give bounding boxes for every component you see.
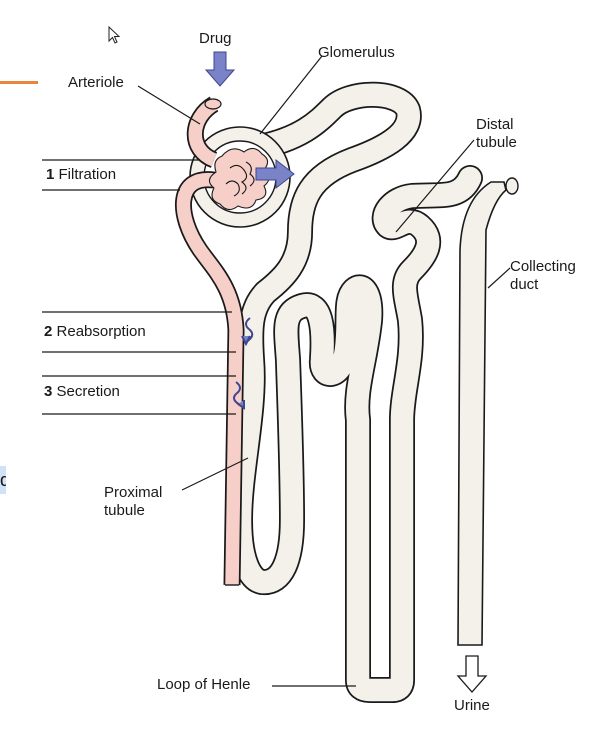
reabsorption-arrow-icon	[241, 317, 254, 347]
distal-tubule-label-line1: Distal	[476, 116, 514, 133]
pointer-cursor-icon	[108, 26, 121, 44]
reabsorption-label: 2 Reabsorption	[44, 323, 146, 341]
proximal-tubule-label-line1: Proximal	[104, 484, 163, 501]
slide-accent-bar	[0, 81, 38, 84]
proximal-tubule-leader	[181, 457, 249, 491]
filtration-label: 1 Filtration	[46, 166, 116, 184]
collecting-duct-label: Collecting duct	[510, 258, 576, 294]
tubule-shape	[227, 81, 483, 703]
secretion-text: Secretion	[56, 383, 120, 400]
collecting-duct-label-line1: Collecting	[510, 258, 576, 275]
glomerulus-leader	[259, 55, 323, 135]
reabsorption-number: 2	[44, 323, 53, 340]
collecting-duct-leader	[487, 267, 511, 289]
collecting-duct-label-line2: duct	[510, 276, 539, 293]
filtration-number: 1	[46, 166, 55, 183]
distal-tubule-label: Distal tubule	[476, 116, 517, 152]
reabsorption-text: Reabsorption	[56, 323, 146, 340]
proximal-tubule-label: Proximal tubule	[104, 484, 162, 520]
distal-tubule-leader	[395, 139, 475, 233]
glomerulus-label: Glomerulus	[318, 44, 395, 61]
proximal-tubule-label-line2: tubule	[104, 502, 145, 519]
arteriole-label: Arteriole	[68, 74, 124, 91]
distal-tubule-label-line2: tubule	[476, 134, 517, 151]
filtration-arrow-icon	[255, 158, 295, 190]
leader-lines	[42, 55, 511, 687]
loop-of-henle-label: Loop of Henle	[157, 676, 251, 693]
arteriole-vessel	[174, 96, 245, 586]
slide-text-fragment: d	[0, 466, 6, 494]
arteriole-leader	[137, 85, 201, 125]
drug-down-arrow-icon	[204, 51, 236, 87]
secretion-number: 3	[44, 383, 53, 400]
secretion-label: 3 Secretion	[44, 383, 120, 401]
secretion-arrow-icon	[233, 381, 245, 410]
urine-label: Urine	[454, 697, 490, 714]
urine-down-arrow-icon	[456, 655, 488, 693]
filtration-text: Filtration	[58, 166, 117, 183]
drug-label: Drug	[199, 30, 232, 47]
collecting-duct-shape	[457, 177, 519, 646]
glomerulus-coil	[208, 147, 270, 211]
